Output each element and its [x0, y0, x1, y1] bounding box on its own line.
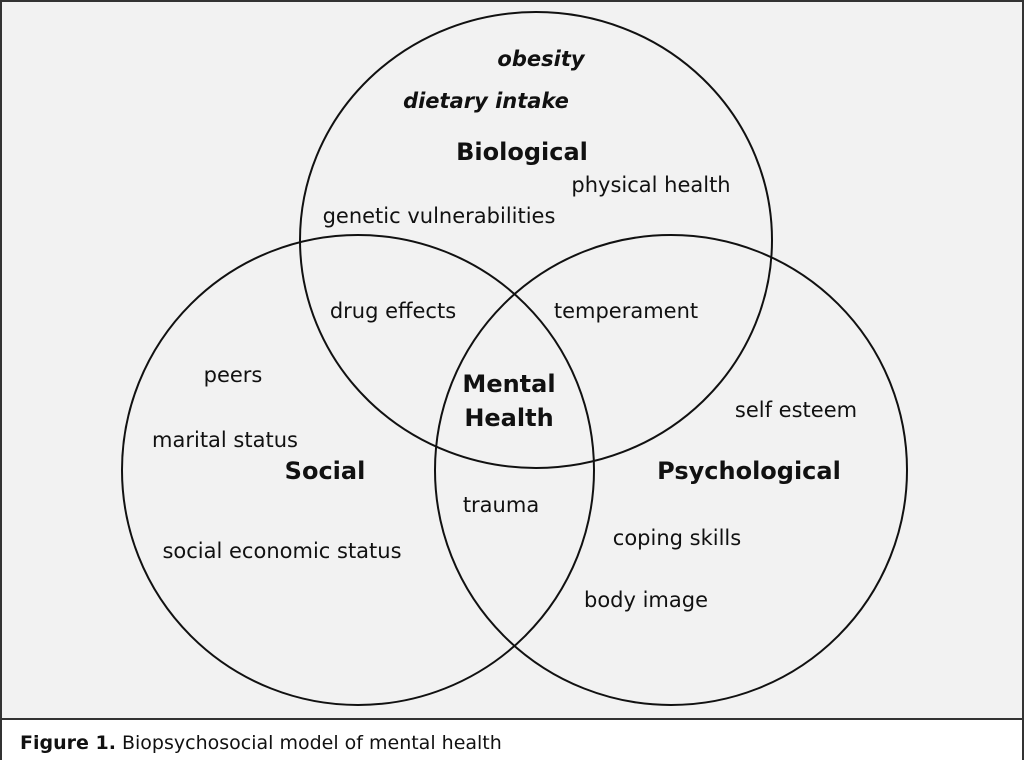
social-title: Social [284, 457, 366, 485]
physical-health-label: physical health [571, 173, 731, 197]
psychological-title: Psychological [657, 457, 841, 485]
self-esteem-label: self esteem [734, 398, 858, 422]
trauma-label: trauma [462, 493, 540, 517]
drug-effects-label: drug effects [329, 299, 457, 323]
diagram-area [0, 0, 1024, 720]
psychological-circle [434, 234, 908, 706]
genetic-vulnerabilities-label: genetic vulnerabilities [322, 204, 556, 228]
mental-health-line2: Health [464, 404, 554, 432]
biological-circle [299, 11, 773, 469]
coping-skills-label: coping skills [612, 526, 742, 550]
obesity-label: obesity [497, 47, 585, 71]
figure-caption-text: Biopsychosocial model of mental health [115, 732, 502, 754]
venn-diagram [121, 11, 908, 706]
social-economic-status-label: social economic status [162, 539, 402, 563]
figure-number: Figure 1. [20, 732, 116, 754]
peers-label: peers [203, 363, 263, 387]
dietary-intake-label: dietary intake [403, 89, 569, 113]
mental-health-line1: Mental [462, 370, 556, 398]
marital-status-label: marital status [152, 428, 298, 452]
figure-caption: Figure 1. Biopsychosocial model of menta… [20, 732, 502, 754]
figure-caption-bar: Figure 1. Biopsychosocial model of menta… [0, 718, 1024, 760]
temperament-label: temperament [553, 299, 699, 323]
social-circle [121, 234, 595, 706]
body-image-label: body image [583, 588, 709, 612]
biological-title: Biological [456, 138, 588, 166]
mental-health-label: Mental Health [462, 367, 555, 435]
